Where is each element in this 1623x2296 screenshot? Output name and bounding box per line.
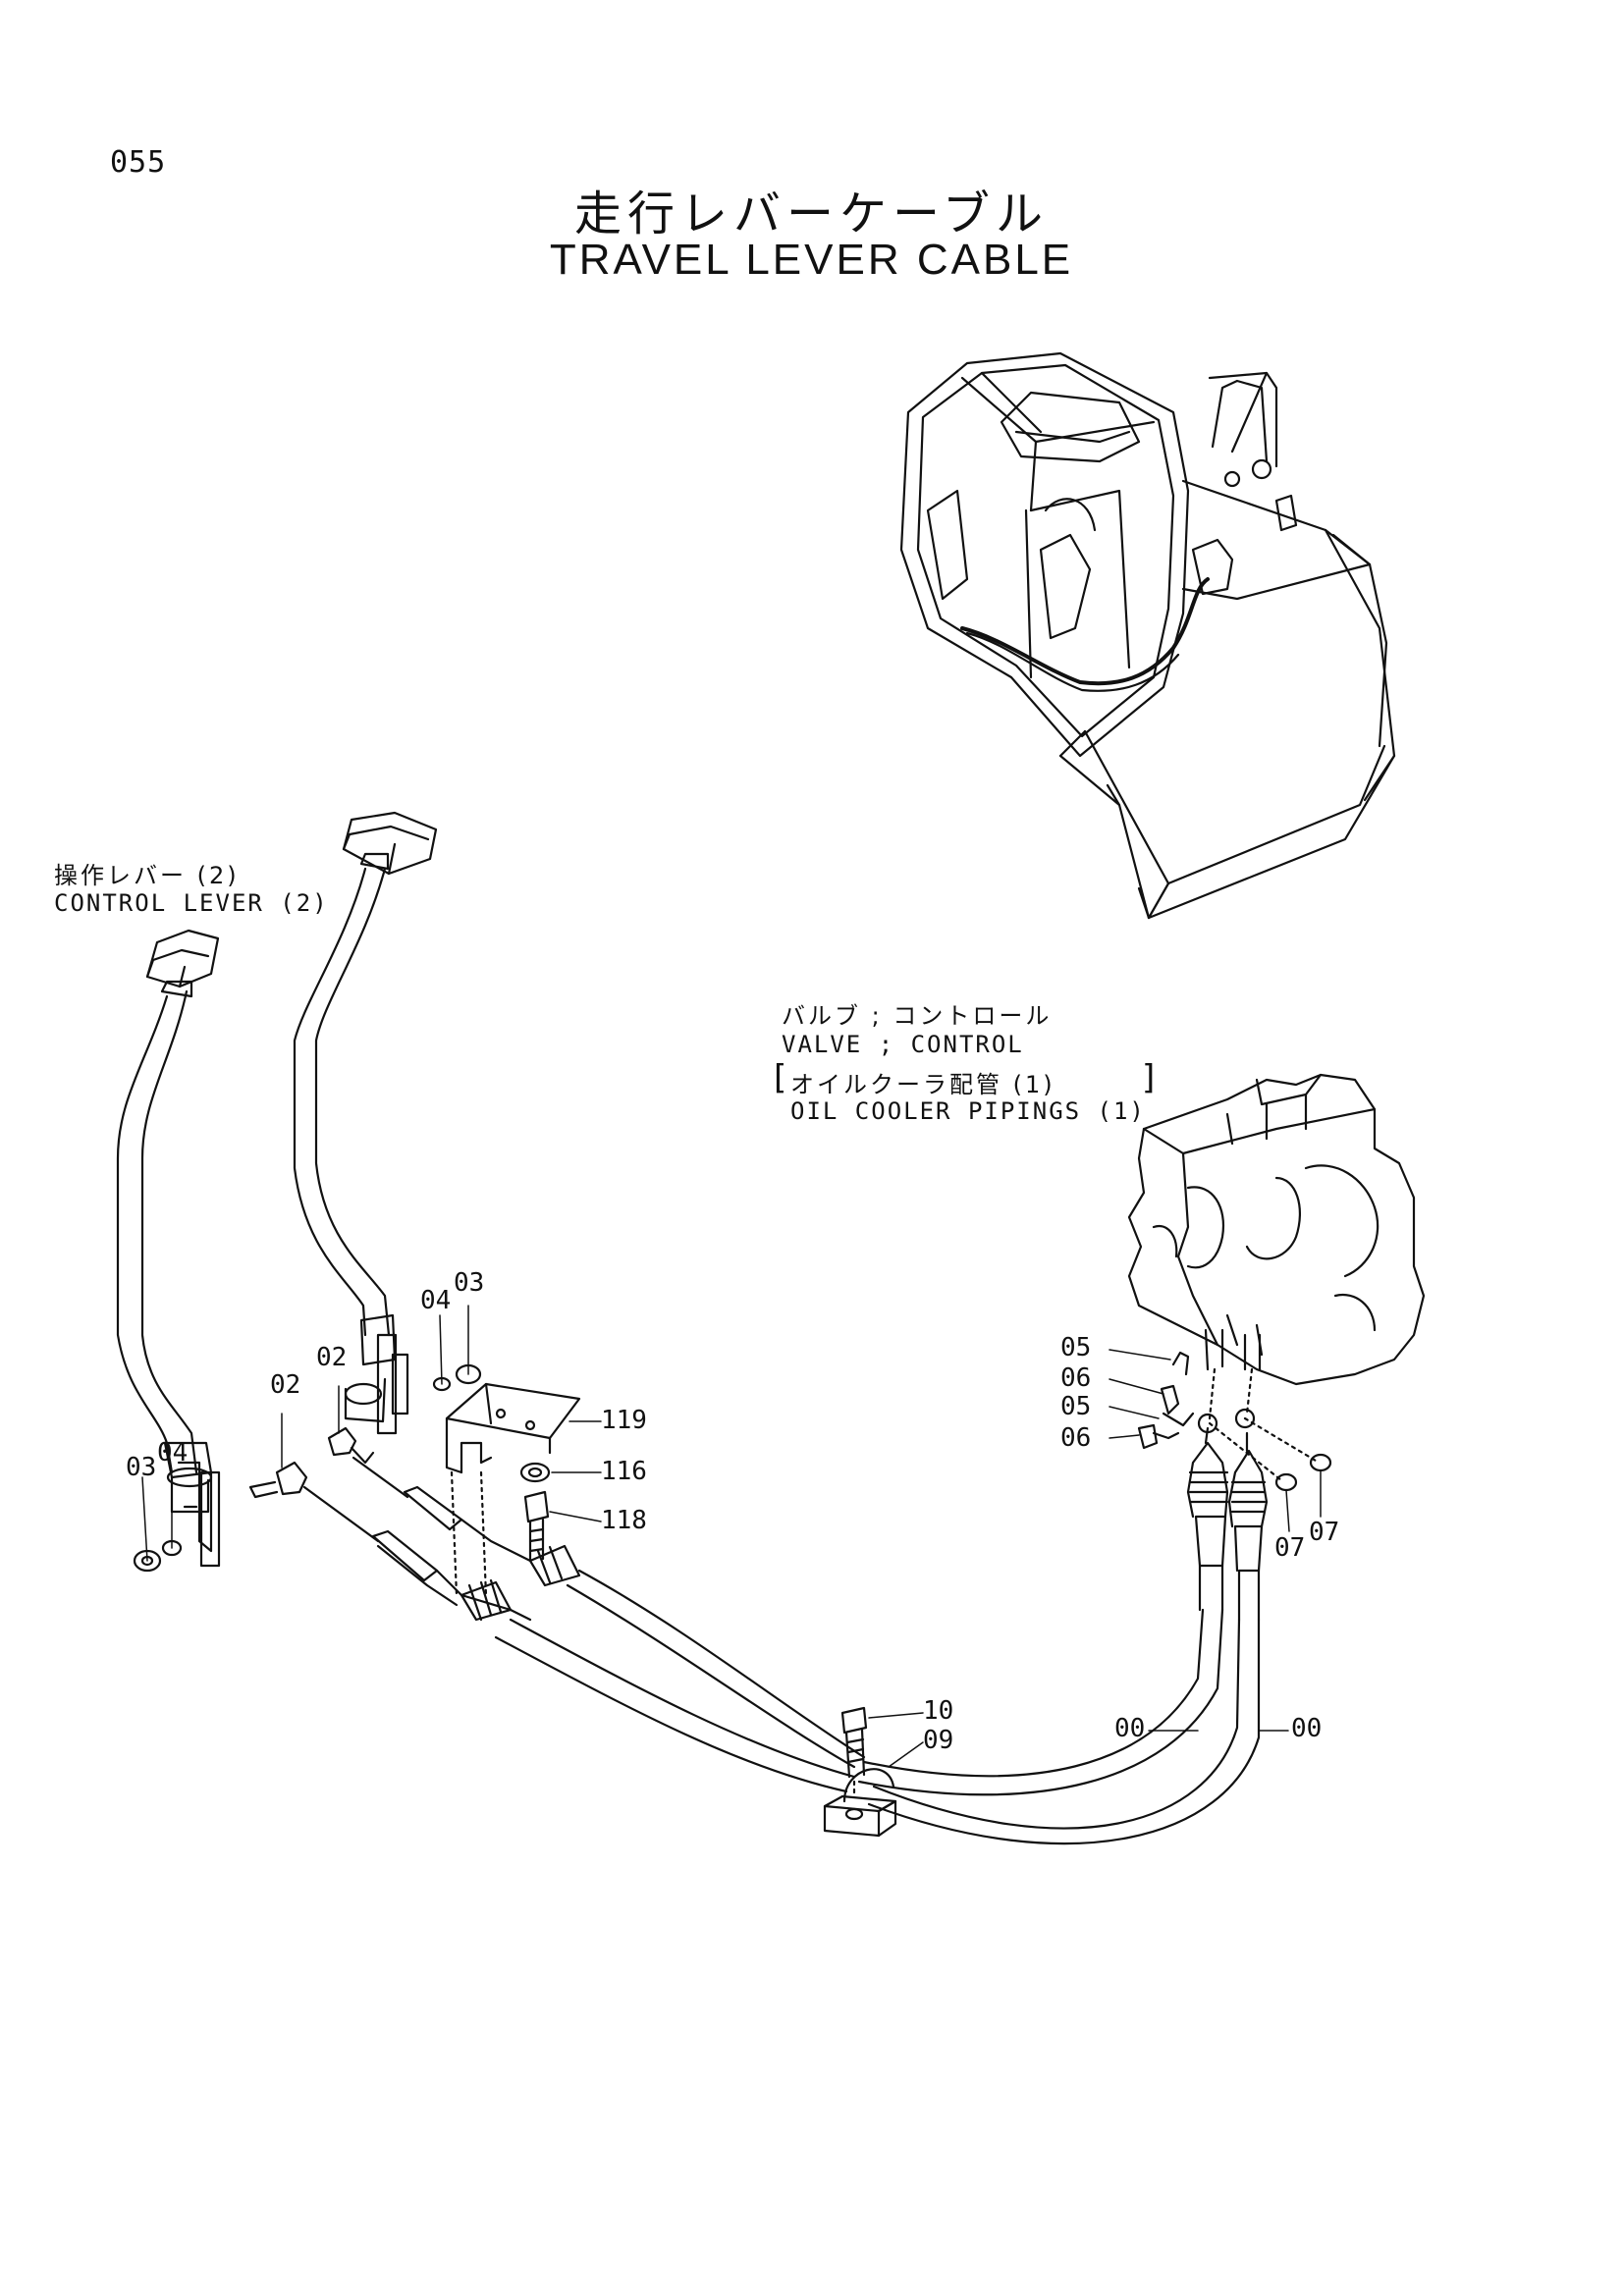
part-label-05-b: 05 — [1060, 1392, 1092, 1421]
control-lever-left — [116, 929, 221, 1568]
note-oil-cooler-jp: オイルクーラ配管 (1) — [790, 1071, 1055, 1098]
part-label-00-left: 00 — [1114, 1714, 1146, 1743]
part-label-04-mid: 04 — [420, 1286, 452, 1315]
part-label-07-b: 07 — [1309, 1518, 1340, 1547]
leader-lines — [549, 1349, 1322, 1768]
note-valve-en: VALVE ; CONTROL — [782, 1031, 1024, 1058]
part-label-03-mid: 03 — [454, 1268, 485, 1298]
part-label-03-left: 03 — [126, 1453, 157, 1482]
title-english: TRAVEL LEVER CABLE — [549, 236, 1074, 284]
control-lever-middle — [293, 811, 438, 1435]
lever-hardware — [133, 1305, 482, 1573]
cable-clamp-09 — [823, 1706, 897, 1838]
part-label-07-a: 07 — [1274, 1533, 1306, 1563]
control-valve-illustration — [1127, 1073, 1426, 1492]
note-bracket-left: [ — [774, 1058, 787, 1097]
note-control-lever-en: CONTROL LEVER (2) — [54, 889, 329, 917]
bracket-119-assembly — [445, 1382, 581, 1597]
title-japanese: 走行レバーケーブル — [573, 187, 1050, 241]
excavator-overview-illustration — [899, 351, 1396, 920]
page-number: 055 — [110, 145, 167, 180]
note-oil-cooler-en: OIL COOLER PIPINGS (1) — [790, 1097, 1146, 1125]
part-label-118: 118 — [601, 1506, 647, 1535]
part-label-02-mid: 02 — [316, 1343, 348, 1372]
part-label-06-b: 06 — [1060, 1423, 1092, 1453]
travel-lever-cables — [302, 1408, 1269, 1845]
part-label-02-left: 02 — [270, 1370, 301, 1400]
part-label-05-a: 05 — [1060, 1333, 1092, 1362]
note-bracket-right: ] — [1142, 1058, 1156, 1097]
note-control-lever-jp: 操作レバー (2) — [54, 862, 240, 889]
part-label-00-right: 00 — [1291, 1714, 1323, 1743]
part-label-116: 116 — [601, 1457, 647, 1486]
part-label-09: 09 — [923, 1726, 954, 1755]
note-valve-jp: バルブ ; コントロール — [782, 1002, 1053, 1030]
part-label-119: 119 — [601, 1406, 647, 1435]
part-label-06-a: 06 — [1060, 1363, 1092, 1393]
part-label-10: 10 — [923, 1696, 954, 1726]
part-label-04-left: 04 — [157, 1438, 189, 1468]
